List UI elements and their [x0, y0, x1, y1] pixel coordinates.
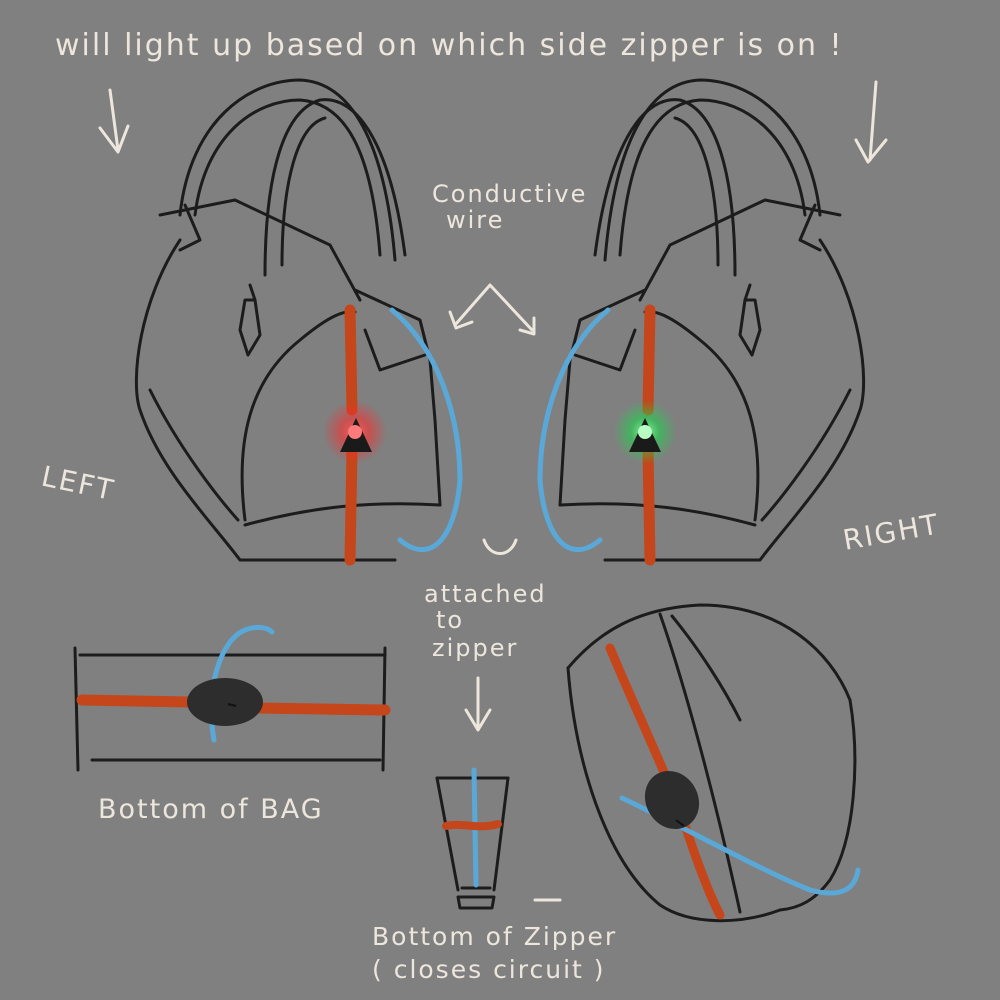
left-red-led-icon — [348, 425, 362, 439]
attached-label-line1: attached — [424, 580, 547, 608]
bottom-of-bag-zipper — [76, 694, 391, 716]
left-zipper-strip-lower — [344, 444, 358, 566]
bag-bottom-3d-sketch — [566, 603, 857, 923]
attached-label-line2: to — [436, 606, 464, 634]
left-side-label: LEFT — [39, 460, 118, 508]
conductive-wire-arrows — [448, 283, 536, 336]
bottom-of-bag-label: Bottom of BAG — [98, 794, 324, 825]
header-arrow-left — [98, 88, 130, 154]
right-zipper-strip-lower — [642, 444, 656, 566]
attached-label-line3: zipper — [432, 634, 518, 662]
left-zipper-strip — [344, 304, 358, 416]
left-conductive-wire — [389, 307, 463, 553]
bottom-of-zipper-band — [442, 820, 502, 831]
bottom-of-bag-zipper-pull-icon — [187, 678, 263, 726]
bag-bottom-3d-zipper-pull-icon — [644, 770, 700, 830]
bottom-of-bag-pull-mark — [227, 703, 237, 707]
right-conductive-wire — [537, 307, 611, 553]
right-zipper-strip — [642, 304, 656, 416]
header-text: will light up based on which side zipper… — [55, 28, 844, 63]
bottom-of-bag-sketch — [73, 646, 387, 772]
right-green-led-icon — [638, 425, 652, 439]
small-smile-mark — [482, 538, 518, 555]
closes-circuit-label: ( closes circuit ) — [372, 955, 606, 984]
left-bag-sketch — [134, 78, 442, 562]
header-arrow-right — [854, 80, 888, 164]
conductive-wire-label-line1: Conductive — [432, 180, 587, 208]
conductive-wire-label-line2: wire — [446, 206, 504, 234]
attached-arrow — [464, 676, 492, 732]
right-bag-sketch — [558, 78, 866, 562]
bag-bottom-3d-pull-mark — [675, 819, 685, 827]
right-side-label: RIGHT — [840, 507, 942, 556]
bottom-of-zipper-label: Bottom of Zipper — [372, 922, 617, 951]
